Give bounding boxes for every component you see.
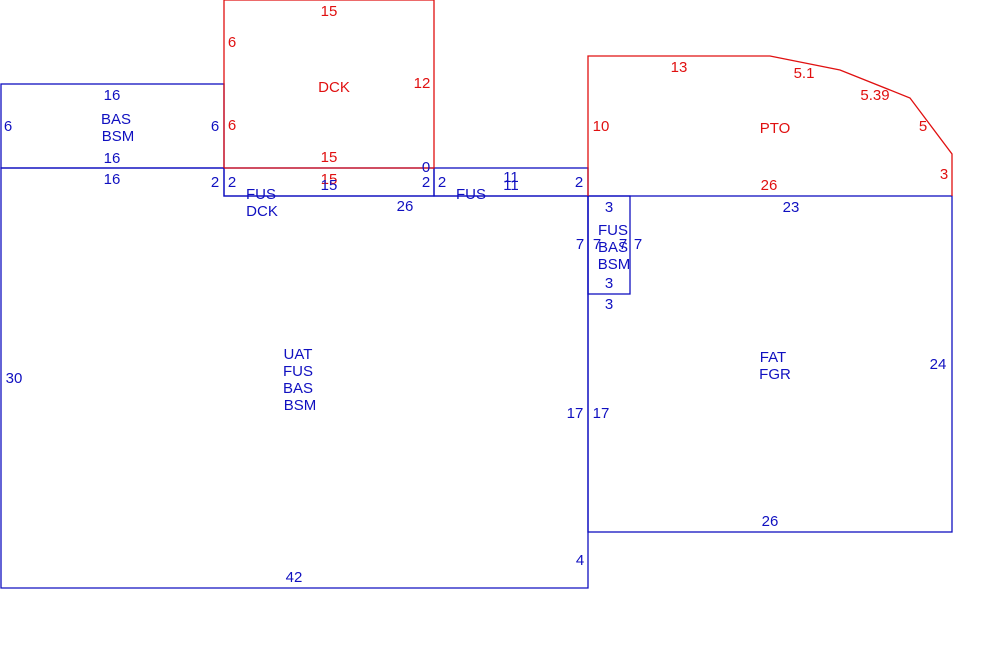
fus-strip-code: FUS — [456, 186, 486, 203]
deck-top-dim-top: 15 — [321, 3, 338, 20]
fus-strip-dim-top: 11 — [503, 169, 519, 186]
porch-section: 13 5.1 5.39 5 3 10 26 PTO — [593, 59, 949, 194]
fus-dck-strip-code-1: FUS — [246, 186, 276, 203]
deck-top-dim-left: 6 — [228, 34, 236, 51]
garage-dim-left: 17 — [593, 405, 610, 422]
deck-top-dim-right: 12 — [414, 75, 431, 92]
fus-strip-dim-top-inner: 11 — [503, 177, 519, 194]
small-bay-dim-left: 7 — [576, 236, 584, 253]
deck-top-dim-corner: 0 — [422, 159, 430, 176]
fus-strip-dim-right: 2 — [575, 174, 583, 191]
small-bay-dim-left-inner: 7 — [593, 236, 601, 253]
small-bay-dim-top: 3 — [605, 199, 613, 216]
fus-dck-strip-dim-left: 2 — [228, 174, 236, 191]
fus-dck-strip-dim-bottom: 26 — [397, 198, 414, 215]
small-bay-dim-right: 7 — [634, 236, 642, 253]
small-bay-code-1: FUS — [598, 222, 628, 239]
small-bay-dim-right-inner: 7 — [619, 236, 627, 253]
garage-dim-top: 23 — [783, 199, 800, 216]
deck-top-dim-left-lower: 6 — [228, 117, 236, 134]
porch-dim-diag-1: 5.1 — [794, 65, 815, 82]
deck-top-dim-bottom: 15 — [321, 149, 338, 166]
porch-outline — [587, 55, 953, 196]
addition-outlines — [223, 0, 953, 196]
fus-dck-strip-dim-top-inner: 15 — [321, 177, 338, 194]
main-house-dim-right-step: 4 — [576, 552, 584, 569]
garage-code-2: FGR — [759, 366, 791, 383]
basement-left-dim-top: 16 — [104, 87, 121, 104]
garage-section: 23 24 26 17 FAT FGR — [593, 199, 947, 530]
porch-dim-right: 3 — [940, 166, 948, 183]
main-house-dim-right: 17 — [567, 405, 584, 422]
porch-dim-diag-2: 5.39 — [860, 87, 889, 104]
existing-outlines — [0, 83, 953, 589]
fus-dck-strip-dim-top: 15 — [321, 171, 338, 188]
porch-code: PTO — [760, 120, 791, 137]
main-house-dim-top: 16 — [104, 171, 121, 188]
deck-top-code: DCK — [318, 79, 350, 96]
porch-dim-left: 10 — [593, 118, 610, 135]
deck-top-outline — [223, 0, 435, 169]
basement-left-section: 16 6 6 16 BAS BSM — [4, 87, 219, 167]
small-bay-code-3: BSM — [598, 256, 631, 273]
garage-code-1: FAT — [760, 349, 786, 366]
main-house-code-4: BSM — [284, 397, 317, 414]
basement-left-code-1: BAS — [101, 111, 131, 128]
fus-strip-dim-left: 2 — [438, 174, 446, 191]
garage-dim-right: 24 — [930, 356, 947, 373]
garage-outline — [587, 195, 953, 533]
fus-dck-strip-section: 2 15 15 2 26 FUS DCK — [228, 171, 430, 220]
main-house-code-3: BAS — [283, 380, 313, 397]
fus-dck-strip-code-2: DCK — [246, 203, 278, 220]
basement-left-dim-right: 6 — [211, 118, 219, 135]
small-bay-dim-bottom-outer: 3 — [605, 296, 613, 313]
small-bay-code-2: BAS — [598, 239, 628, 256]
basement-left-dim-left: 6 — [4, 118, 12, 135]
fus-dck-strip-dim-right: 2 — [422, 174, 430, 191]
main-house-section: 16 2 30 42 17 4 UAT FUS BAS BSM — [6, 171, 585, 586]
fus-strip-section: 2 11 11 2 FUS — [438, 169, 583, 203]
main-house-dim-top-left-step: 2 — [211, 174, 219, 191]
main-house-code-2: FUS — [283, 363, 313, 380]
main-house-dim-bottom: 42 — [286, 569, 303, 586]
porch-dim-diag-3: 5 — [919, 118, 927, 135]
basement-left-dim-bottom: 16 — [104, 150, 121, 167]
porch-dim-bottom: 26 — [761, 177, 778, 194]
main-house-dim-left: 30 — [6, 370, 23, 387]
deck-top-section: 15 6 12 6 15 DCK 0 — [228, 3, 431, 176]
small-bay-section: 3 7 7 7 7 3 3 FUS BAS BSM — [576, 199, 642, 313]
porch-dim-top: 13 — [671, 59, 688, 76]
garage-dim-bottom: 26 — [762, 513, 779, 530]
main-house-code-1: UAT — [284, 346, 313, 363]
basement-left-code-2: BSM — [102, 128, 135, 145]
small-bay-dim-bottom: 3 — [605, 275, 613, 292]
